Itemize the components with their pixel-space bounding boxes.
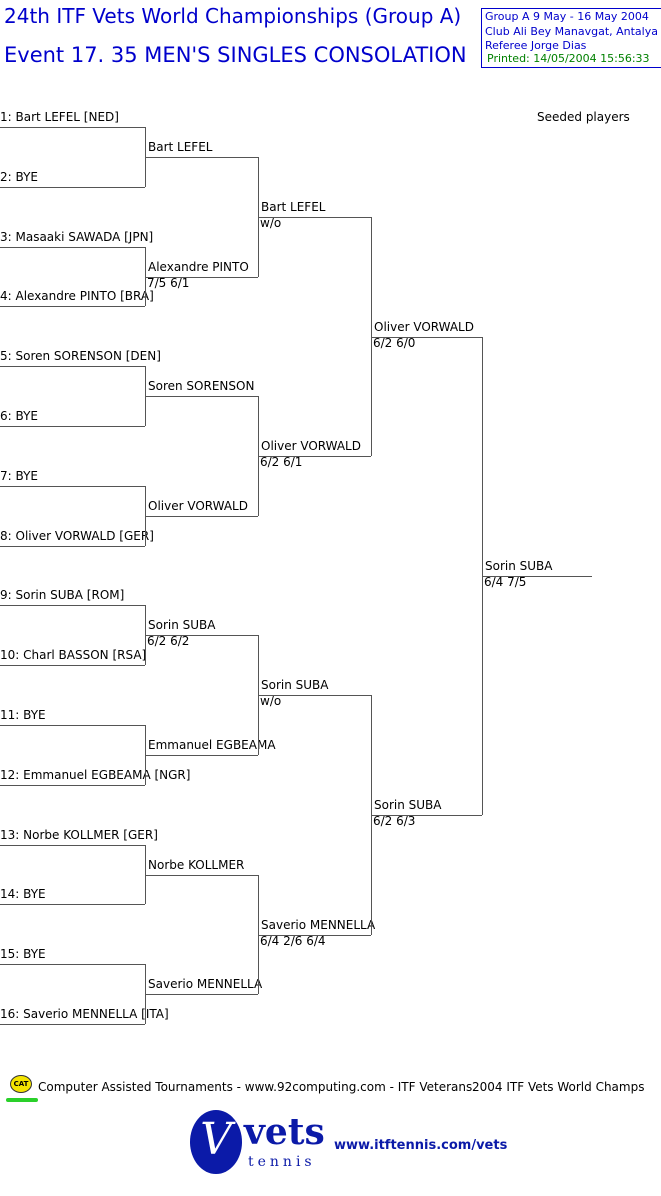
r1-player: 13: Norbe KOLLMER [GER] xyxy=(0,828,158,842)
r2-score: 7/5 6/1 xyxy=(147,276,190,290)
itf-vets-url[interactable]: www.itftennis.com/vets xyxy=(334,1138,508,1153)
printed-timestamp: Printed: 14/05/2004 15:56:33 xyxy=(487,52,650,65)
r3-line xyxy=(258,935,371,936)
r1-line xyxy=(0,605,145,606)
r4-score: 6/2 6/0 xyxy=(373,336,416,350)
r3-line xyxy=(258,456,371,457)
r2-name: Soren SORENSON xyxy=(148,379,255,393)
r1-player: 7: BYE xyxy=(0,469,38,483)
r2-name: Saverio MENNELLA xyxy=(148,977,263,991)
r1-line xyxy=(0,187,145,188)
r1-player: 6: BYE xyxy=(0,409,38,423)
r1-player: 11: BYE xyxy=(0,708,46,722)
vets-logo-tennis: tennis xyxy=(248,1154,316,1170)
r3-line xyxy=(258,217,371,218)
r3-name: Saverio MENNELLA xyxy=(261,918,376,932)
r2-line xyxy=(145,635,258,636)
r4-line xyxy=(371,815,482,816)
footer-champs: 2004 ITF Vets World Champs xyxy=(472,1080,645,1094)
r1-player: 9: Sorin SUBA [ROM] xyxy=(0,588,125,602)
r1-player: 2: BYE xyxy=(0,170,38,184)
itf-vets-logo: V vets tennis xyxy=(190,1110,325,1174)
r1-player: 16: Saverio MENNELLA [ITA] xyxy=(0,1007,169,1021)
r1-player: 8: Oliver VORWALD [GER] xyxy=(0,529,154,543)
r1-line xyxy=(0,964,145,965)
r1-player: 15: BYE xyxy=(0,947,46,961)
r2-line xyxy=(145,396,258,397)
r4-line xyxy=(371,337,482,338)
r3-name: Bart LEFEL xyxy=(261,200,326,214)
r1-line xyxy=(0,845,145,846)
r3-line xyxy=(258,695,371,696)
r4-name: Oliver VORWALD xyxy=(374,320,474,334)
r1-line xyxy=(0,366,145,367)
r1-line xyxy=(0,904,145,905)
r2-name: Emmanuel EGBEAMA xyxy=(148,738,276,752)
r2-line xyxy=(145,875,258,876)
r3-score: w/o xyxy=(260,694,282,708)
event-title: Event 17. 35 MEN'S SINGLES CONSOLATION xyxy=(4,43,467,67)
r2-name: Alexandre PINTO xyxy=(148,260,249,274)
r2-line xyxy=(145,157,258,158)
r1-line xyxy=(0,546,145,547)
info-group-dates: Group A 9 May - 16 May 2004 xyxy=(485,10,649,23)
footer-credit: Computer Assisted Tournaments - www.92co… xyxy=(38,1080,473,1094)
r1-line xyxy=(0,127,145,128)
vets-logo-word: vets xyxy=(244,1111,325,1153)
r3-name: Oliver VORWALD xyxy=(261,439,361,453)
r5-score: 6/4 7/5 xyxy=(484,575,527,589)
bracket-connector xyxy=(145,247,146,306)
r2-score: 6/2 6/2 xyxy=(147,634,190,648)
r4-score: 6/2 6/3 xyxy=(373,814,416,828)
vets-logo-v: V xyxy=(190,1110,242,1174)
r1-line xyxy=(0,785,145,786)
r2-line xyxy=(145,755,258,756)
info-venue: Club Ali Bey Manavgat, Antalya xyxy=(485,25,658,38)
r1-player: 12: Emmanuel EGBEAMA [NGR] xyxy=(0,768,191,782)
r3-score: 6/4 2/6 6/4 xyxy=(260,934,326,948)
r1-line xyxy=(0,665,145,666)
r1-player: 4: Alexandre PINTO [BRA] xyxy=(0,289,154,303)
r1-player: 5: Soren SORENSON [DEN] xyxy=(0,349,161,363)
r5-line xyxy=(482,576,592,577)
r3-name: Sorin SUBA xyxy=(261,678,329,692)
r1-line xyxy=(0,426,145,427)
r2-name: Bart LEFEL xyxy=(148,140,213,154)
r1-player: 10: Charl BASSON [RSA] xyxy=(0,648,147,662)
r2-line xyxy=(145,994,258,995)
r2-line xyxy=(145,277,258,278)
r5-name: Sorin SUBA xyxy=(485,559,553,573)
r1-line xyxy=(0,306,145,307)
r2-name: Sorin SUBA xyxy=(148,618,216,632)
info-referee: Referee Jorge Dias xyxy=(485,39,587,52)
r2-line xyxy=(145,516,258,517)
r1-line xyxy=(0,486,145,487)
r1-player: 3: Masaaki SAWADA [JPN] xyxy=(0,230,154,244)
r1-player: 1: Bart LEFEL [NED] xyxy=(0,110,119,124)
r1-line xyxy=(0,725,145,726)
r3-score: w/o xyxy=(260,216,282,230)
r3-score: 6/2 6/1 xyxy=(260,455,303,469)
info-box xyxy=(481,8,661,68)
bracket-connector xyxy=(371,217,372,456)
bracket-connector xyxy=(258,875,259,994)
r1-line xyxy=(0,1024,145,1025)
r2-name: Norbe KOLLMER xyxy=(148,858,245,872)
cat-logo-icon: CAT xyxy=(10,1075,32,1093)
r4-name: Sorin SUBA xyxy=(374,798,442,812)
r1-line xyxy=(0,247,145,248)
cat-logo-underline xyxy=(6,1098,38,1102)
r1-player: 14: BYE xyxy=(0,887,46,901)
tournament-title: 24th ITF Vets World Championships (Group… xyxy=(4,4,462,28)
r2-name: Oliver VORWALD xyxy=(148,499,248,513)
bracket-connector xyxy=(145,845,146,904)
seeded-players-label: Seeded players xyxy=(537,110,630,124)
